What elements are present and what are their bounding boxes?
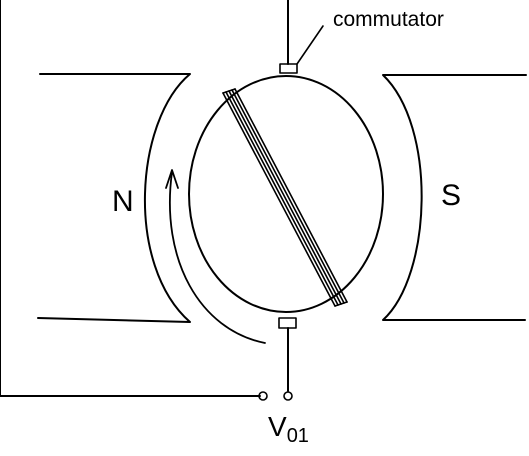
voltage-symbol: V <box>268 411 287 442</box>
rotation-arrowhead <box>165 169 179 189</box>
commutator-label: commutator <box>333 8 444 31</box>
south-pole-piece <box>382 74 527 321</box>
north-pole-piece <box>37 73 191 323</box>
armature-coil <box>222 88 348 307</box>
output-terminal-left <box>258 391 268 401</box>
output-voltage-label: V01 <box>268 411 309 447</box>
commutator-leader <box>296 25 324 65</box>
rotation-arrow-curve <box>168 171 266 344</box>
external-wire <box>0 0 289 397</box>
commutator-top <box>279 63 298 74</box>
north-pole-label: N <box>112 185 134 218</box>
voltage-subscript: 01 <box>286 425 309 447</box>
commutator-bottom <box>278 317 297 329</box>
armature <box>188 75 384 313</box>
output-terminal-right <box>283 391 293 401</box>
south-pole-label: S <box>441 179 462 212</box>
